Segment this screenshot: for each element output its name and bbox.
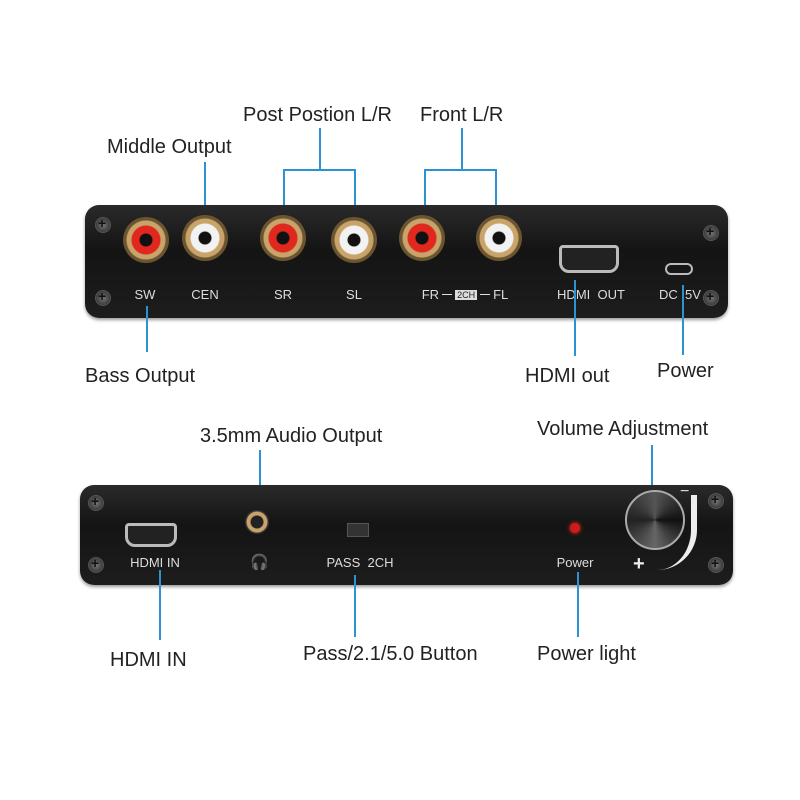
port-label: CEN [191, 287, 219, 302]
screw-icon [703, 288, 719, 306]
sr-rca-jack[interactable] [260, 215, 306, 261]
headphones-icon: 🎧 [250, 554, 269, 571]
volume-arc [655, 495, 697, 570]
callout-line [651, 445, 653, 490]
2ch-badge: 2CH [455, 289, 478, 300]
callout-line [146, 306, 148, 352]
callout-line [495, 169, 497, 214]
hdmi-out-port[interactable] [559, 245, 619, 273]
callout-line [577, 572, 579, 637]
fr-fl-label: FR 2CH FL [410, 287, 520, 302]
callout-line [574, 280, 576, 356]
screw-icon [708, 555, 724, 573]
volume-plus: + [633, 553, 645, 575]
port-label: FL [493, 287, 509, 302]
port-label: SL [346, 287, 362, 302]
power-label: Power [657, 360, 714, 382]
callout-line [283, 169, 356, 171]
port-label: HDMI OUT [557, 287, 625, 302]
hdmi-out-label: HDMI out [525, 365, 610, 387]
screw-icon [88, 493, 104, 511]
hdmi-in-port[interactable] [125, 523, 177, 547]
callout-line [204, 162, 206, 214]
front-panel: 🎧 − + HDMI IN PASS 2CH Power [80, 483, 733, 585]
fr-rca-jack[interactable] [399, 215, 445, 261]
callout-line [259, 450, 261, 502]
port-label: SR [273, 287, 293, 302]
callout-line [319, 128, 321, 170]
micro-usb-power-port[interactable] [665, 263, 693, 275]
port-label: FR [421, 287, 440, 302]
screw-icon [95, 215, 111, 233]
callout-line [424, 169, 426, 214]
port-label: HDMI IN [130, 555, 180, 570]
front-lr-label: Front L/R [420, 104, 504, 126]
fl-rca-jack[interactable] [476, 215, 522, 261]
hdmi-in-label: HDMI IN [110, 649, 187, 671]
audio-output-label: 3.5mm Audio Output [200, 425, 383, 447]
callout-line [283, 169, 285, 214]
sl-rca-jack[interactable] [331, 217, 377, 263]
port-label: PASS 2CH [326, 555, 394, 570]
audio-jack[interactable] [245, 510, 269, 534]
callout-line [461, 128, 463, 170]
bass-output-label: Bass Output [85, 365, 196, 387]
callout-line [354, 169, 356, 214]
volume-minus: − [680, 483, 690, 500]
port-label: Power [556, 555, 594, 570]
pass-button-label: Pass/2.1/5.0 Button [303, 643, 478, 665]
middle-output-label: Middle Output [107, 136, 232, 158]
sw-rca-jack[interactable] [123, 217, 169, 263]
power-light-label: Power light [537, 643, 636, 665]
post-position-label: Post Postion L/R [243, 104, 392, 126]
screw-icon [703, 223, 719, 241]
cen-rca-jack[interactable] [182, 215, 228, 261]
volume-adjustment-label: Volume Adjustment [537, 418, 709, 440]
callout-line [354, 575, 356, 637]
callout-line [682, 285, 684, 355]
mode-switch[interactable] [347, 523, 369, 537]
port-label: DC 5V [659, 287, 701, 302]
screw-icon [88, 555, 104, 573]
rear-panel: SW CEN SR SL FR 2CH FL HDMI OUT DC 5V [85, 205, 728, 318]
screw-icon [95, 288, 111, 306]
screw-icon [708, 491, 724, 509]
callout-line [159, 570, 161, 640]
port-label: SW [134, 287, 156, 302]
callout-line [424, 169, 497, 171]
power-led [570, 523, 580, 533]
